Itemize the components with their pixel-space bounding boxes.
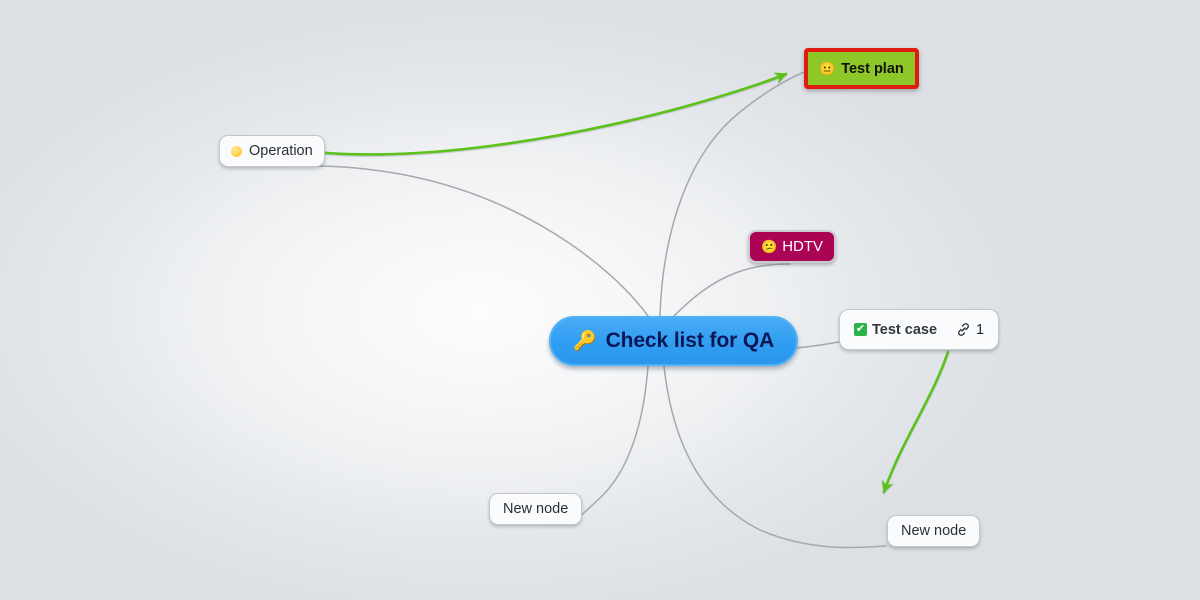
link-badge[interactable]: 1: [956, 322, 984, 338]
branch-root-to-test-plan: [659, 71, 805, 317]
node-test-case[interactable]: ✔ Test case 1: [839, 309, 1000, 350]
yellow-dot-icon: [231, 145, 242, 157]
confused-face-emoji: 😕: [761, 238, 778, 254]
node-new-node-left[interactable]: New node: [489, 493, 583, 525]
branch-root-to-new-node-right: [663, 365, 887, 549]
link-chain-icon: [956, 322, 971, 337]
arrow-operation-to-test-plan: [314, 72, 788, 156]
node-new-node-left-label: New node: [503, 501, 569, 517]
node-check-list-for-qa[interactable]: 🔑 Check list for QA: [549, 316, 799, 366]
neutral-face-emoji: 😐: [819, 60, 836, 76]
node-test-case-label: Test case: [872, 321, 938, 338]
node-operation-label: Operation: [249, 143, 313, 159]
key-emoji: 🔑: [573, 331, 597, 352]
node-hdtv[interactable]: 😕 HDTV: [748, 230, 837, 263]
node-new-node-right-label: New node: [901, 523, 967, 539]
node-test-plan-label: Test plan: [841, 60, 904, 77]
node-new-node-right[interactable]: New node: [887, 515, 981, 547]
node-hdtv-label: HDTV: [782, 238, 824, 255]
branch-root-to-operation: [315, 165, 649, 317]
link-count: 1: [976, 321, 985, 338]
arrow-test-case-to-new-node: [881, 350, 950, 494]
node-test-plan[interactable]: 😐 Test plan: [804, 48, 919, 89]
branch-root-to-hdtv: [671, 263, 791, 319]
node-root-label: Check list for QA: [605, 329, 775, 352]
green-check-icon: ✔: [854, 323, 867, 336]
node-operation[interactable]: Operation: [219, 135, 325, 167]
